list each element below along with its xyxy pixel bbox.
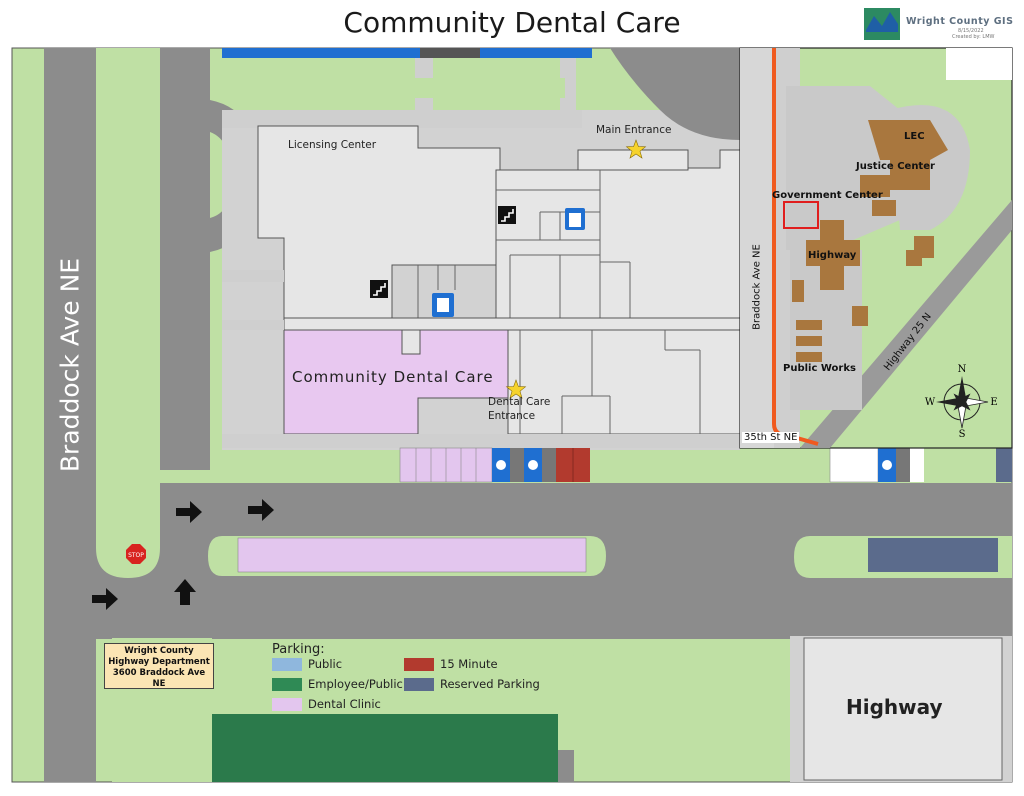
legend-item-reserved: Reserved Parking xyxy=(440,677,540,691)
wright-county-gis-logo: Wright County GIS 8/15/2022 Created by: … xyxy=(862,4,1014,44)
compass-w: W xyxy=(925,397,936,408)
legend-item-employee-public: Employee/Public xyxy=(308,677,403,691)
accessible-parking-icon xyxy=(496,460,892,470)
logo-credit: Created by: LMW xyxy=(952,34,995,40)
employee-parking xyxy=(212,714,558,782)
legend-label: 15 Minute xyxy=(440,657,498,671)
logo-date: 8/15/2022 xyxy=(958,28,984,34)
braddock-road xyxy=(44,48,96,782)
legend-label: Employee/Public xyxy=(308,677,403,691)
sign-line-1: Wright County xyxy=(124,646,194,656)
sign-line-2: Highway Department xyxy=(108,657,210,667)
compass-icon xyxy=(936,376,989,429)
licensing-center-label: Licensing Center xyxy=(288,139,377,151)
legend-label: Reserved Parking xyxy=(440,677,540,691)
compass-e: E xyxy=(990,397,997,408)
licensing-center-building xyxy=(257,125,501,319)
page-title: Community Dental Care xyxy=(343,6,681,39)
inset-government-label: Government Center xyxy=(772,190,883,201)
inset-public-works-label: Public Works xyxy=(783,363,856,374)
elevator-icon xyxy=(432,208,585,317)
inset-map: N S E W xyxy=(739,47,1013,449)
dental-entrance-label-2: Entrance xyxy=(488,410,536,422)
inset-highway-label: Highway xyxy=(808,250,857,261)
legend-label: Public xyxy=(308,657,343,671)
direction-arrow-icon xyxy=(92,499,274,610)
main-entrance-label: Main Entrance xyxy=(596,124,672,136)
star-icon xyxy=(505,139,647,399)
legend-item-public: Public xyxy=(308,657,342,671)
legend-item-dental-clinic: Dental Clinic xyxy=(308,697,381,711)
reserved-parking xyxy=(868,538,998,572)
compass-n: N xyxy=(958,364,967,375)
inset-lec-label: LEC xyxy=(904,131,925,142)
sign-line-3: 3600 Braddock Ave NE xyxy=(112,668,206,689)
legend-swatches xyxy=(272,658,434,711)
logo-mark-icon xyxy=(864,8,900,40)
svg-text:STOP: STOP xyxy=(128,552,144,559)
logo-name: Wright County GIS xyxy=(906,16,1014,27)
median-parking xyxy=(237,537,587,573)
dental-parking-row xyxy=(399,447,590,483)
inset-35th-label: 35th St NE xyxy=(742,432,800,443)
stop-sign-icon: STOP xyxy=(126,544,146,564)
stairs-icon xyxy=(370,206,516,298)
dental-care-label: Community Dental Care xyxy=(292,368,494,386)
legend-item-15-minute: 15 Minute xyxy=(440,657,498,671)
compass-s: S xyxy=(959,429,966,440)
braddock-label: Braddock Ave NE xyxy=(55,257,85,473)
legend-title: Parking: xyxy=(272,642,325,657)
inset-braddock-label: Braddock Ave NE xyxy=(751,244,763,330)
location-highlight xyxy=(783,201,819,229)
legend-label: Dental Clinic xyxy=(308,697,381,711)
highway-department-sign: Wright County Highway Department 3600 Br… xyxy=(104,643,214,689)
highway-building-label: Highway xyxy=(846,695,943,719)
inset-justice-label: Justice Center xyxy=(856,161,935,172)
highway-building xyxy=(803,637,1003,781)
dental-entrance-label-1: Dental Care xyxy=(488,396,551,408)
